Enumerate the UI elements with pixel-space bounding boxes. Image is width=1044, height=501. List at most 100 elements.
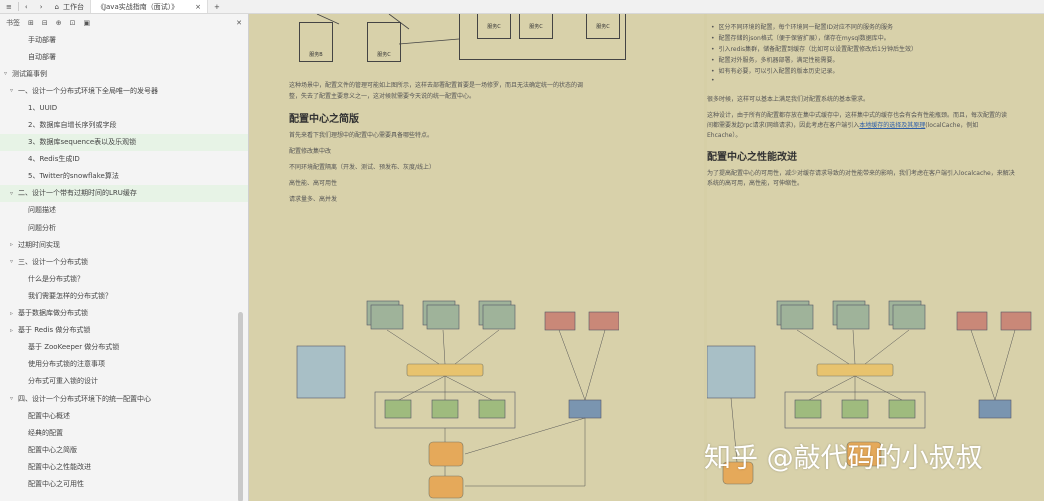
bookmark-item[interactable]: 2、数据库自增长序列或字段	[0, 116, 248, 133]
tab-bar: ≡ ‹ › ⌂ 工作台 《Java实战指南（面试）》 × +	[0, 0, 1044, 14]
section-heading: 配置中心之简版	[289, 114, 359, 125]
bookmark-item[interactable]: ▹过期时间实现	[0, 236, 248, 253]
bookmark-item[interactable]: 1、UUID	[0, 99, 248, 116]
page-left: 服务B 服务C 服务C 服务C 服务C 这种场景中，配置文件的管理可能如上图所示…	[249, 14, 704, 501]
paragraph: Ehcache）。	[707, 132, 742, 139]
collapse-arrow-icon[interactable]: ▹	[10, 326, 14, 334]
expand-arrow-icon[interactable]: ▿	[10, 395, 14, 403]
bookmark-item[interactable]: 手动部署	[0, 31, 248, 48]
expand-arrow-icon[interactable]: ▿	[4, 70, 8, 78]
tab-home[interactable]: ⌂ 工作台	[49, 0, 90, 13]
new-tab-button[interactable]: +	[208, 0, 226, 13]
architecture-diagram	[707, 300, 1032, 485]
paragraph: 整，失去了配置主要意义之一，这对候就需要今天说的统一配置中心。	[289, 93, 476, 100]
paragraph: 为了提高配置中心的可用性，减少对缓存请求导致的对性能带来的影响，我们考虑在客户端…	[707, 170, 1015, 177]
nav-forward-button[interactable]: ›	[34, 0, 49, 13]
bookmark-item[interactable]: 我们需要怎样的分布式锁？	[0, 287, 248, 304]
nav-back-button[interactable]: ‹	[19, 0, 34, 13]
bookmark-label: 配置中心之性能改进	[28, 462, 91, 471]
bookmark-item[interactable]: 使用分布式锁的注意事项	[0, 356, 248, 373]
bookmark-label: 5、Twitter的snowflake算法	[28, 172, 119, 181]
architecture-diagram	[296, 300, 619, 499]
chevron-left-icon: ‹	[24, 2, 28, 11]
bookmark-item[interactable]: ▿四、设计一个分布式环境下的统一配置中心	[0, 390, 248, 407]
bookmark-label: 自动部署	[28, 52, 56, 61]
bookmark-icon[interactable]: ⊡	[69, 18, 76, 27]
paragraph: 首先来看下我们理想中的配置中心需要具备哪些特点。	[289, 132, 434, 139]
bookmark-item[interactable]: 配置中心之性能改进	[0, 458, 248, 475]
bookmark-label: 三、设计一个分布式锁	[18, 257, 88, 266]
service-box: 服务C	[586, 14, 620, 39]
list-item: 配置修改集中改	[289, 148, 332, 155]
bookmark-item[interactable]: 问题分析	[0, 219, 248, 236]
bookmark-item[interactable]: 基于 ZooKeeper 做分布式锁	[0, 339, 248, 356]
expand-arrow-icon[interactable]: ▿	[10, 87, 14, 95]
sidebar-scrollbar[interactable]	[238, 312, 243, 501]
home-icon: ⌂	[54, 2, 59, 11]
bookmark-label: 手动部署	[28, 35, 56, 44]
sidebar-title: 书签	[6, 18, 20, 27]
section-heading: 配置中心之性能改进	[707, 152, 797, 163]
bookmark-item[interactable]: ▿ 二、设计一个带有过期时间的LRU缓存	[0, 184, 248, 202]
bookmark-label: 测试篇事例	[12, 69, 47, 78]
list-item: 不同环境配置隔离（开发、测试、预发布、灰度/线上）	[289, 164, 436, 171]
tab-document[interactable]: 《Java实战指南（面试）》 ×	[89, 0, 208, 13]
paragraph: 系统的高可用，高性能，可伸缩性。	[707, 180, 804, 187]
menu-icon: ≡	[6, 2, 12, 11]
bookmark-label: 问题描述	[28, 206, 56, 215]
bookmark-item[interactable]: 配置中心之简版	[0, 441, 248, 458]
bookmark-item[interactable]: ▿一、设计一个分布式环境下全局唯一的发号器	[0, 82, 248, 99]
bookmark-item[interactable]: ▿ 测试篇事例	[0, 65, 248, 82]
bookmark-item[interactable]: 问题描述	[0, 202, 248, 219]
delete-icon[interactable]: ▣	[83, 18, 91, 27]
bookmark-label: 1、UUID	[28, 103, 58, 112]
sidebar-toggle[interactable]: ≡	[0, 0, 18, 13]
bookmark-item[interactable]: ▹ 基于数据库做分布式锁	[0, 305, 248, 322]
service-box: 服务C	[519, 14, 553, 39]
bookmark-label: 配置中心之可用性	[28, 479, 84, 488]
bookmark-item[interactable]: 配置中心概述	[0, 407, 248, 424]
paragraph: 间都需要发起rpc请求(网络请求)，因此考虑在客户端引入本地缓存的选择及其原理(…	[707, 122, 979, 129]
collapse-all-icon[interactable]: ⊟	[41, 18, 48, 27]
bookmark-label: 经典的配置	[28, 428, 63, 437]
bookmark-item[interactable]: 配置中心之可用性	[0, 475, 248, 492]
bookmark-item[interactable]: 自动部署	[0, 48, 248, 65]
bookmark-label: 2、数据库自增长序列或字段	[28, 121, 117, 130]
paragraph: 很多时候，这样可以基本上满足我们对配置系统的基本需求。	[707, 96, 870, 103]
bookmark-item[interactable]: 分布式可重入锁的设计	[0, 373, 248, 390]
list-item: 配置存储的json格式（便于保留扩展），储存在mysql数据库中。	[711, 33, 890, 42]
service-group	[459, 14, 626, 60]
bookmark-item[interactable]: 3、数据库sequence表以及乐观锁	[0, 133, 248, 151]
connector-lines	[316, 14, 460, 45]
expand-arrow-icon[interactable]: ▿	[10, 189, 14, 197]
expand-arrow-icon[interactable]: ▿	[10, 258, 14, 266]
bookmark-label: 分布式可重入锁的设计	[28, 377, 98, 386]
close-icon[interactable]: ×	[195, 2, 201, 11]
bookmark-item[interactable]: ▹基于 Redis 做分布式锁	[0, 322, 248, 339]
tab-document-label: 《Java实战指南（面试）》	[96, 2, 179, 11]
bookmark-item[interactable]: 什么是分布式锁？	[0, 270, 248, 287]
collapse-arrow-icon[interactable]: ▹	[10, 241, 14, 249]
collapse-arrow-icon[interactable]: ▹	[10, 309, 14, 317]
bookmark-label: 问题分析	[28, 223, 56, 232]
list-item	[711, 77, 719, 84]
cache-article-link[interactable]: 本地缓存的选择及其原理	[859, 122, 926, 129]
bookmark-item[interactable]: 经典的配置	[0, 424, 248, 441]
bookmark-label: 配置中心概述	[28, 411, 70, 420]
bookmark-item[interactable]: 4、Redis生成ID	[0, 151, 248, 168]
service-box: 服务C	[477, 14, 511, 39]
bookmark-item[interactable]: 5、Twitter的snowflake算法	[0, 168, 248, 185]
list-item: 如有有必要，可以引入配置的版本历史记录。	[711, 66, 839, 75]
bookmark-item[interactable]: ▿ 三、设计一个分布式锁	[0, 253, 248, 270]
bookmark-label: 基于数据库做分布式锁	[18, 309, 88, 318]
expand-all-icon[interactable]: ⊞	[28, 18, 34, 27]
bookmark-list: 手动部署自动部署 ▿ 测试篇事例 ▿一、设计一个分布式环境下全局唯一的发号器 1、UUI…	[0, 31, 248, 493]
add-bookmark-icon[interactable]: ⊕	[55, 18, 62, 27]
list-item: 高性能、高可用性	[289, 180, 338, 187]
bookmark-label: 4、Redis生成ID	[28, 155, 80, 164]
close-sidebar-icon[interactable]: ✕	[236, 18, 242, 27]
bookmark-label: 二、设计一个带有过期时间的LRU缓存	[18, 189, 137, 198]
bookmark-label: 什么是分布式锁？	[28, 274, 84, 283]
paragraph: 这种设计，由于所有的配置都存放在集中式缓存中，这样集中式的缓存也会有会有性能瓶颈…	[707, 112, 1008, 119]
paragraph: 这种场景中，配置文件的管理可能如上图所示，这样去部署配置首要是一场修罗，而且无法…	[289, 82, 584, 89]
